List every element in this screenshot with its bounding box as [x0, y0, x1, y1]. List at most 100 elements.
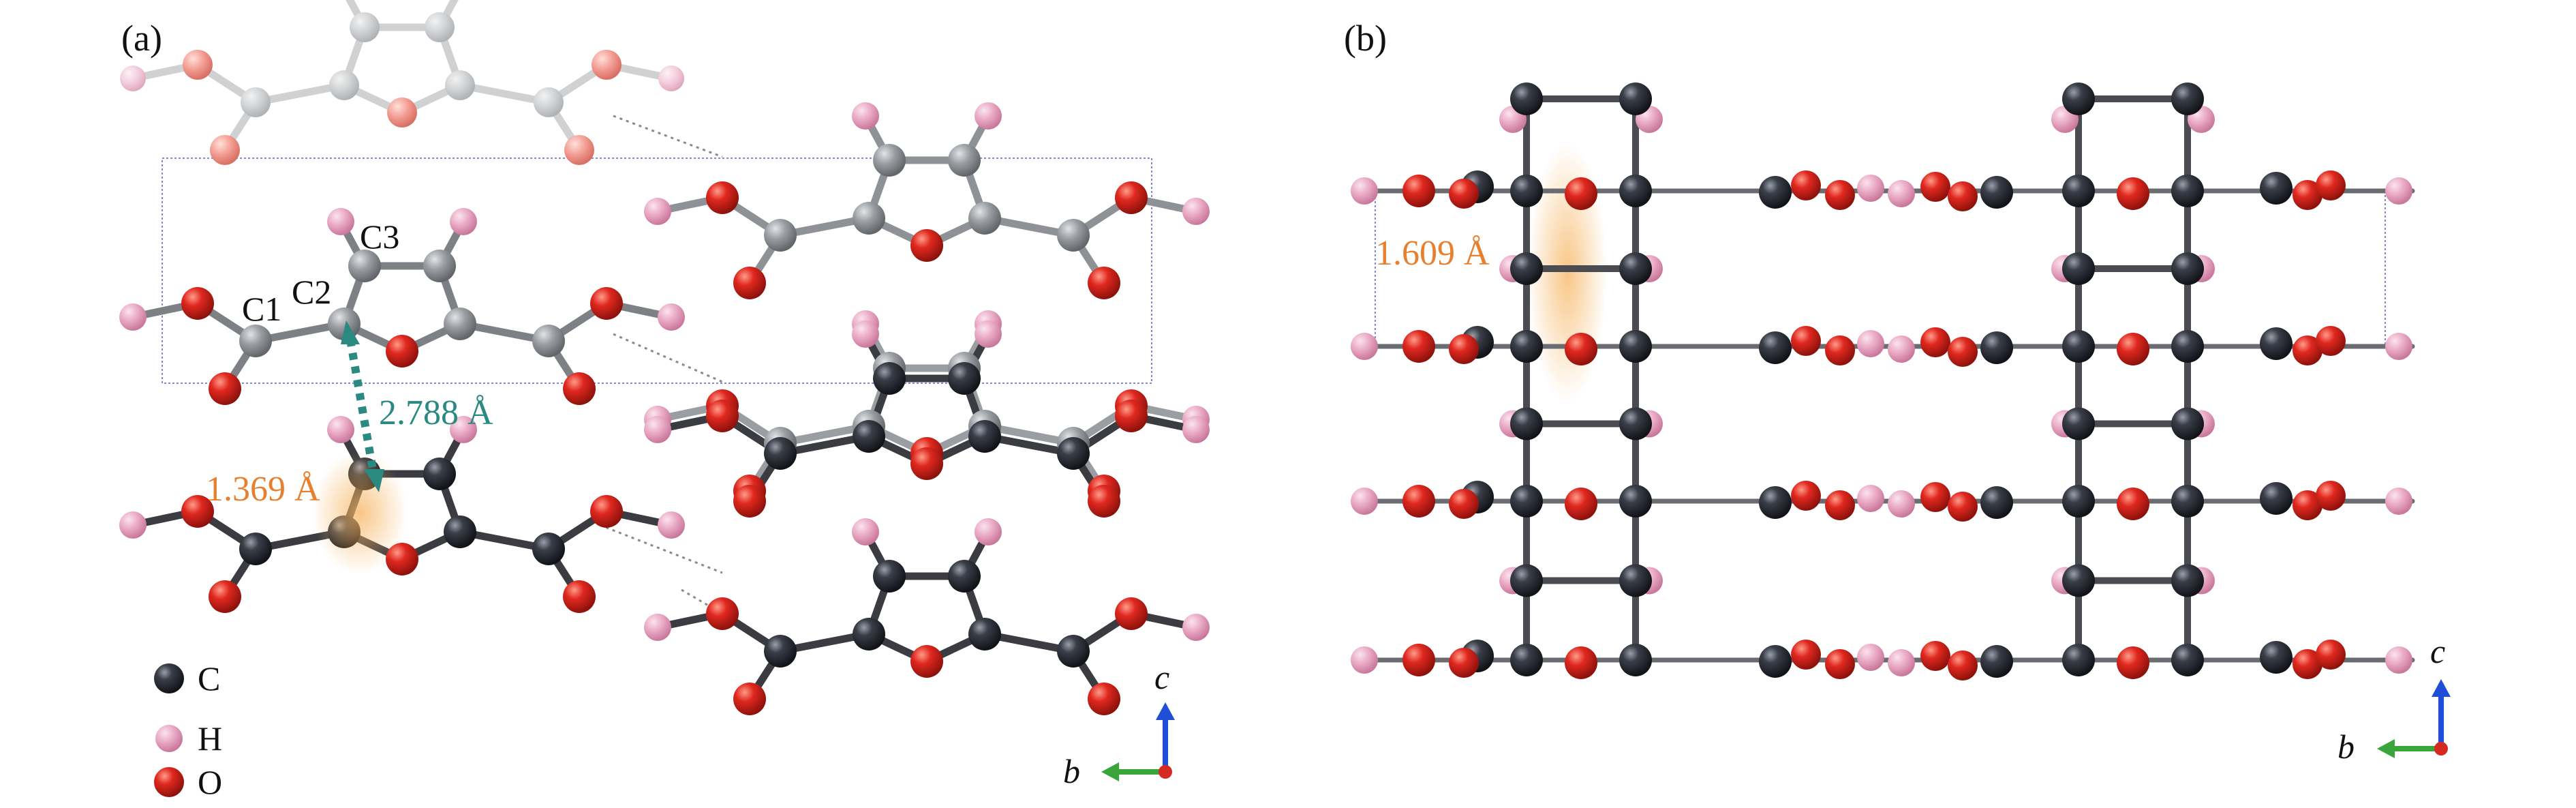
- unit-cell-outline: [162, 158, 1152, 384]
- hydrogen-atom: [1351, 646, 1378, 674]
- carbon-atom: [2062, 175, 2095, 207]
- oxygen-atom: [2316, 481, 2346, 511]
- carbon-atom: [1980, 486, 2013, 519]
- carbon-atom: [1980, 645, 2013, 678]
- oxygen-atom: [1115, 597, 1148, 630]
- carbon-atom: [1510, 83, 1543, 115]
- oxygen-atom: [1402, 485, 1435, 518]
- axis-b-arrowhead-b: [2377, 739, 2395, 758]
- carbon-atom: [425, 12, 455, 42]
- carbon-atom: [532, 325, 565, 357]
- carbon-atom: [1510, 485, 1543, 518]
- distance-arrowhead-bottom: [364, 469, 384, 492]
- oxygen-atom: [1791, 326, 1821, 356]
- hydrogen-atom: [1351, 333, 1378, 360]
- oxygen-atom: [209, 372, 241, 405]
- unit-cell-box: [162, 158, 1152, 384]
- carbon-atom: [2062, 407, 2095, 440]
- oxygen-atom: [2293, 490, 2322, 520]
- carbon-atom: [2062, 644, 2095, 676]
- carbon-atom: [423, 250, 456, 282]
- carbon-atom: [1980, 176, 2013, 209]
- hydrogen-atom: [1351, 488, 1378, 515]
- oxygen-atom: [2316, 326, 2346, 356]
- oxygen-atom: [1920, 482, 1950, 512]
- oxygen-atom: [1402, 175, 1435, 207]
- axis-c-arrowhead: [1156, 702, 1175, 720]
- oxygen-atom: [706, 597, 739, 630]
- hydrogen-atom: [119, 511, 147, 539]
- oxygen-atom: [2117, 333, 2149, 365]
- hydrogen-atom: [327, 208, 354, 235]
- hydrogen-atom: [1182, 614, 1210, 641]
- oxygen-atom: [1791, 481, 1821, 511]
- carbon-atom: [764, 437, 797, 470]
- carbon-atom: [2171, 564, 2204, 597]
- carbon-atom: [239, 533, 272, 565]
- hydrogen-atom: [644, 416, 671, 443]
- panel-label-a: (a): [121, 18, 162, 59]
- oxygen-atom: [1402, 644, 1435, 676]
- carbon-atom: [2171, 252, 2204, 285]
- carbon-atom: [2171, 407, 2204, 440]
- oxygen-atom: [1565, 177, 1597, 210]
- oxygen-atom: [1402, 330, 1435, 363]
- legend: C H O: [154, 659, 222, 801]
- axis-c-label-b: c: [2430, 632, 2445, 670]
- hydrogen-atom: [975, 518, 1002, 545]
- oxygen-atom: [387, 98, 417, 128]
- oxygen-atom: [910, 645, 943, 678]
- bond: [251, 81, 348, 106]
- carbon-atom: [764, 219, 797, 252]
- carbon-atom: [1510, 564, 1543, 597]
- carbon-atom: [241, 87, 271, 117]
- carbon-atom: [1057, 635, 1090, 668]
- hydrogen-atom: [1857, 175, 1884, 202]
- hydrogen-bond: [613, 115, 723, 158]
- oxygen-atom: [910, 229, 943, 262]
- carbon-atom: [1510, 330, 1543, 363]
- oxygen-atom: [1920, 172, 1950, 202]
- carbon-atom: [348, 250, 381, 282]
- oxygen-atom: [1449, 648, 1479, 678]
- carbon-atom: [2260, 482, 2293, 515]
- hydrogen-atom: [852, 518, 879, 545]
- distance-label: 2.788 Å: [379, 393, 493, 432]
- oxygen-atom: [1791, 640, 1821, 670]
- hydrogen-atom: [2385, 646, 2412, 674]
- carbon-atom: [1619, 175, 1652, 207]
- hydrogen-atom: [327, 416, 354, 443]
- oxygen-atom: [1920, 327, 1950, 357]
- axis-origin-b: [2434, 742, 2448, 755]
- oxygen-atom: [1565, 488, 1597, 520]
- axis-c-arrowhead-b: [2432, 679, 2451, 697]
- oxygen-atom: [2316, 170, 2346, 200]
- hydrogen-atom: [450, 416, 477, 443]
- carbon-atom: [1510, 644, 1543, 676]
- oxygen-atom: [1115, 181, 1148, 214]
- oxygen-atom: [1449, 334, 1479, 364]
- oxygen-atom: [1825, 649, 1855, 679]
- carbon-atom: [873, 362, 906, 395]
- oxygen-atom: [1948, 650, 1978, 680]
- oxygen-atom: [1948, 337, 1978, 367]
- oxygen-atom: [733, 485, 766, 518]
- carbon-atom: [948, 560, 981, 593]
- hydrogen-atom: [852, 102, 879, 130]
- hydrogen-atom: [658, 511, 685, 539]
- axis-b-label: b: [1063, 752, 1080, 790]
- hydrogen-atom: [975, 102, 1002, 130]
- oxygen-atom: [590, 287, 623, 320]
- carbon-atom: [2260, 172, 2293, 205]
- hydrogen-atom: [1888, 490, 1915, 518]
- axis-b-arrowhead: [1101, 762, 1119, 781]
- carbon-atom: [1980, 331, 2013, 364]
- carbon-atom: [764, 635, 797, 668]
- hydrogen-atom: [2385, 177, 2412, 205]
- carbon-atom: [2260, 641, 2293, 674]
- oxygen-atom: [209, 580, 241, 613]
- carbon-atom: [2062, 330, 2095, 363]
- hydrogen-atom: [1857, 330, 1884, 357]
- hydrogen-atom: [1888, 335, 1915, 363]
